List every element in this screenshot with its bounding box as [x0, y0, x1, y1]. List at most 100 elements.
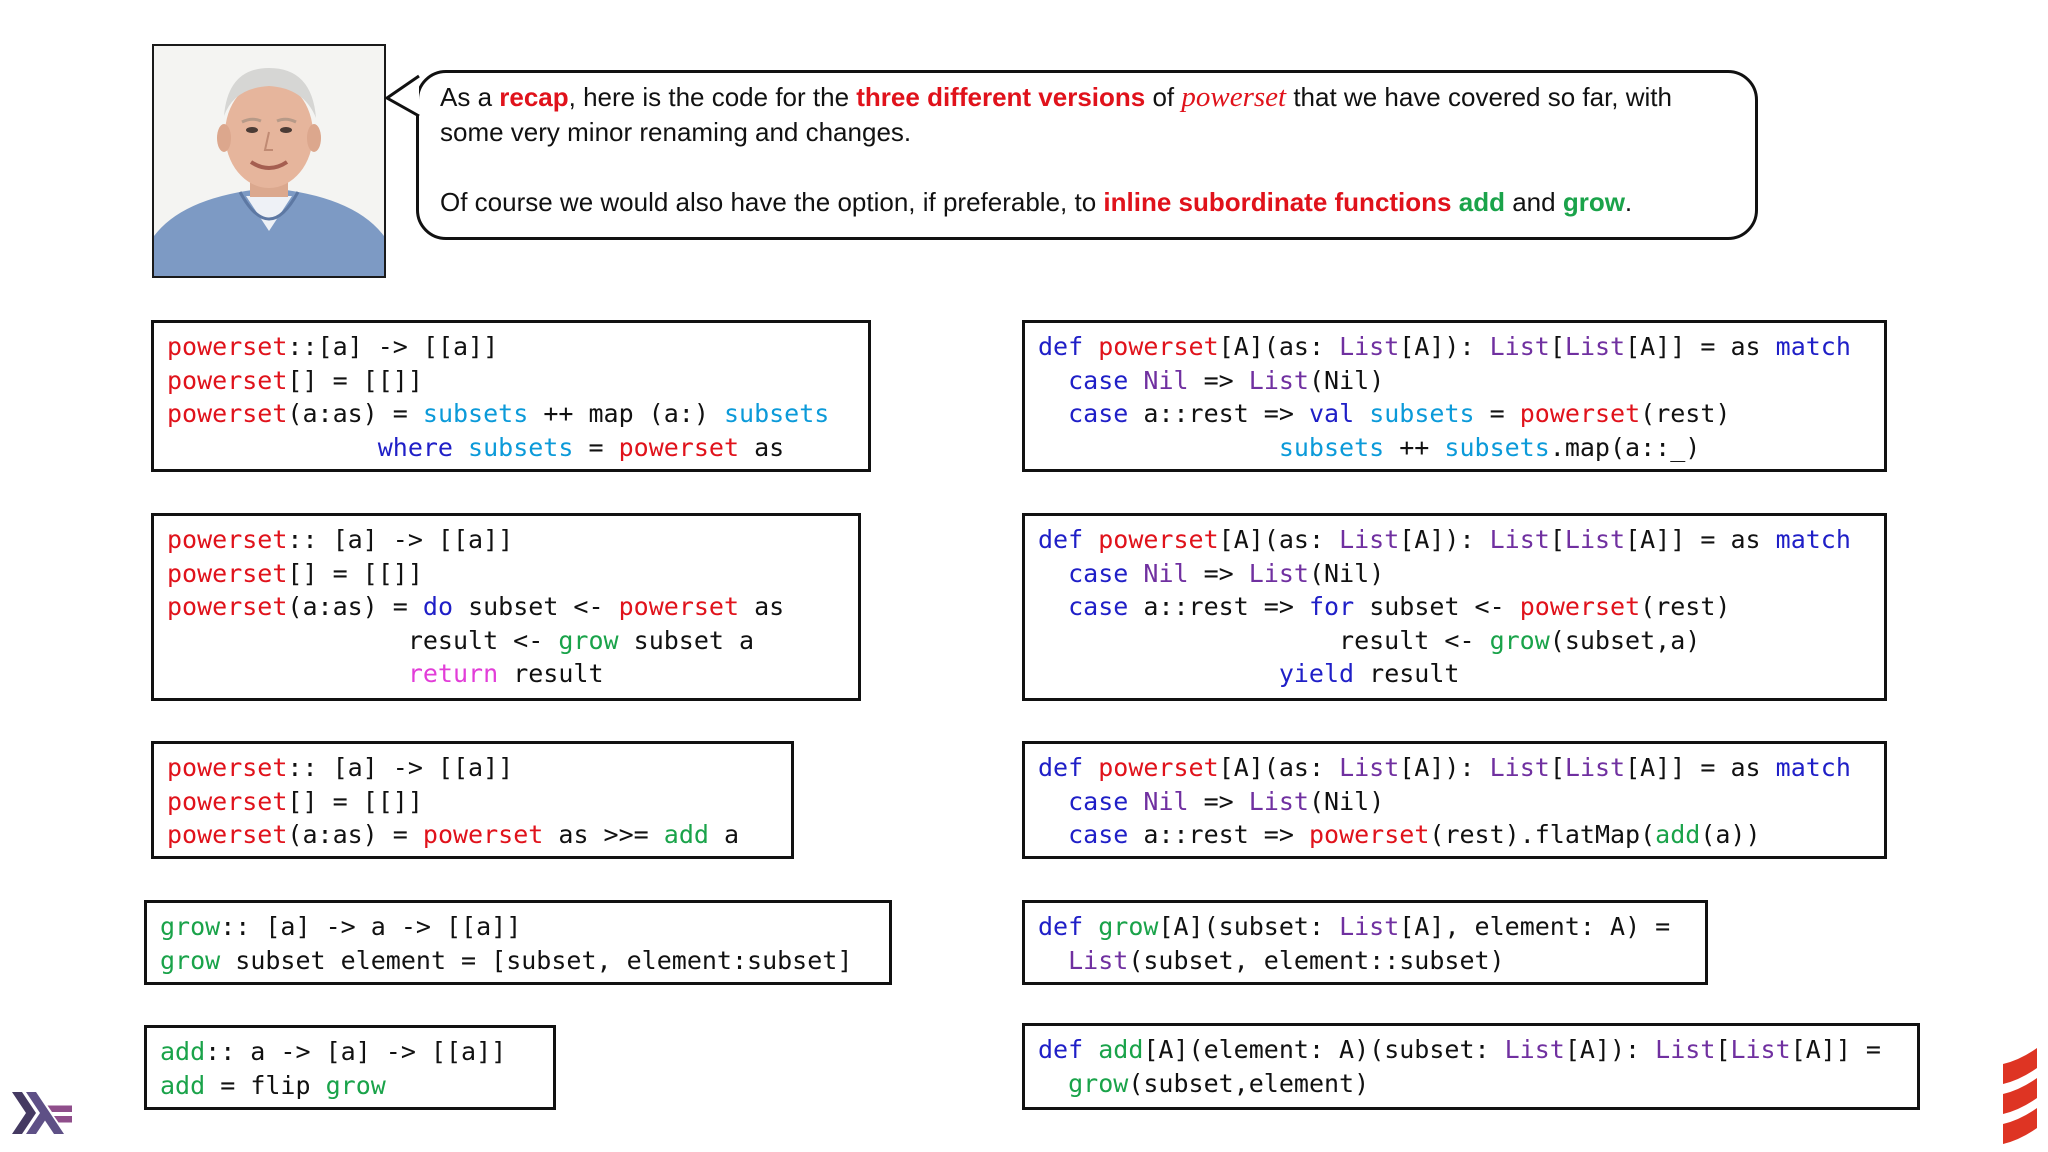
speech-paragraph-1: As a recap, here is the code for the thr… [440, 81, 1672, 147]
code-token: List [1248, 558, 1309, 588]
code-line: def powerset[A](as: List[A]): List[List[… [1038, 523, 1871, 557]
code-token: case [1068, 399, 1129, 428]
code-token: [A]] = as [1625, 525, 1761, 554]
code-token: (rest) [1640, 399, 1731, 428]
code-token: [A]): [1564, 1035, 1641, 1064]
code-token: [ [1549, 525, 1565, 554]
code-line: case Nil => List(Nil) [1038, 557, 1871, 591]
code-token: [A]): [1399, 753, 1475, 782]
code-token: result [513, 659, 604, 688]
code-token: as [754, 592, 785, 621]
code-token: def [1038, 912, 1084, 941]
code-token: val [1308, 399, 1355, 428]
code-token: :: [a] -> a -> [[a]] [220, 912, 522, 941]
code-token: add [160, 1070, 206, 1100]
code-token: [A](as: [1218, 332, 1324, 361]
code-token: a::rest => [1143, 592, 1294, 621]
speech-paragraph-2: Of course we would also have the option,… [440, 187, 1633, 217]
code-token: return [407, 659, 499, 688]
code-token: (a)) [1700, 820, 1761, 849]
code-token: result <- [407, 625, 544, 655]
code-token: match [1775, 525, 1851, 554]
code-token: case [1068, 786, 1129, 816]
code-token: List [1339, 332, 1400, 361]
code-line: powerset[] = [[]] [167, 557, 845, 591]
code-line: powerset[] = [[]] [167, 364, 855, 398]
haskell-grow: grow:: [a] -> a -> [[a]]grow subset elem… [144, 900, 892, 985]
code-line: yield result [1038, 657, 1871, 691]
code-token: subset a [633, 625, 755, 655]
code-token: List [1730, 1035, 1791, 1064]
code-token: powerset [1098, 753, 1219, 782]
code-token: powerset [167, 332, 288, 361]
code-token: [A]): [1399, 525, 1475, 554]
code-line: List(subset, element::subset) [1038, 944, 1692, 978]
code-token: (Nil) [1309, 786, 1385, 816]
code-token: List [1339, 753, 1400, 782]
code-token: powerset [1519, 592, 1641, 621]
code-line: case a::rest => for subset <- powerset(r… [1038, 590, 1871, 624]
inline-highlight: inline subordinate functions [1103, 187, 1452, 217]
code-token: result <- [1339, 625, 1475, 655]
code-line: grow subset element = [subset, element:s… [160, 944, 876, 978]
scala-logo [2003, 1048, 2037, 1144]
code-token: case [1068, 365, 1129, 395]
scala-powerset-val: def powerset[A](as: List[A]): List[List[… [1022, 320, 1887, 472]
code-token: result [1369, 659, 1460, 688]
code-token: grow [160, 945, 221, 975]
code-line: subsets ++ subsets.map(a::_) [1038, 431, 1871, 465]
code-token: grow [558, 625, 619, 655]
code-token: def [1038, 332, 1084, 361]
code-token: List [1339, 912, 1400, 941]
code-token: [ [1549, 753, 1565, 782]
code-token: List [1068, 945, 1129, 975]
code-token: powerset [167, 399, 288, 428]
code-token: (Nil) [1309, 558, 1385, 588]
add-term: add [1458, 187, 1505, 217]
code-token: Nil [1143, 558, 1189, 588]
code-line: powerset[] = [[]] [167, 785, 778, 819]
code-token: grow [160, 912, 221, 941]
code-line: def add[A](element: A)(subset: List[A]):… [1038, 1033, 1904, 1067]
scala-powerset-flatmap: def powerset[A](as: List[A]): List[List[… [1022, 741, 1887, 859]
code-token: powerset [167, 365, 288, 395]
code-token: a [723, 820, 740, 849]
code-line: def grow[A](subset: List[A], element: A)… [1038, 910, 1692, 944]
code-token: where [377, 432, 453, 462]
code-line: return result [167, 657, 845, 691]
code-token: [A]] = [1790, 1035, 1881, 1064]
code-line: powerset:: [a] -> [[a]] [167, 523, 845, 557]
code-line: result <- grow subset a [167, 624, 845, 658]
code-token: def [1038, 525, 1084, 554]
code-token: [ [1715, 1035, 1731, 1064]
code-token: add [1655, 820, 1701, 849]
code-token: subsets [723, 399, 830, 428]
code-token: [] = [[]] [287, 558, 423, 588]
code-token: List [1564, 332, 1626, 361]
code-token: => [1203, 558, 1234, 588]
code-token: List [1655, 1035, 1716, 1064]
code-token: a::rest => [1143, 399, 1294, 428]
code-token: :: [a] -> [[a]] [287, 525, 514, 554]
code-token: for [1308, 592, 1355, 621]
code-line: case Nil => List(Nil) [1038, 364, 1871, 398]
code-token: Nil [1143, 786, 1189, 816]
code-line: powerset(a:as) = subsets ++ map (a:) sub… [167, 397, 855, 431]
code-token: [a] -> [[a]] [317, 332, 499, 361]
haskell-powerset-bind: powerset:: [a] -> [[a]]powerset[] = [[]]… [151, 741, 794, 859]
code-token: subsets [422, 399, 529, 428]
code-token: subsets [1369, 399, 1475, 428]
powerset-term: powerset [1181, 81, 1287, 113]
haskell-powerset-where: powerset::[a] -> [[a]]powerset[] = [[]]p… [151, 320, 871, 472]
code-token: powerset [1308, 820, 1430, 849]
haskell-powerset-do: powerset:: [a] -> [[a]]powerset[] = [[]]… [151, 513, 861, 701]
code-token: as [754, 432, 785, 462]
code-token: .map(a::_) [1549, 432, 1701, 462]
code-token: match [1775, 753, 1851, 782]
code-token: do [422, 592, 454, 621]
scala-add: def add[A](element: A)(subset: List[A]):… [1022, 1023, 1920, 1110]
grow-term: grow [1562, 187, 1625, 217]
code-token: powerset [167, 558, 288, 588]
code-token: List [1564, 525, 1626, 554]
code-token: (rest) [1640, 592, 1731, 621]
